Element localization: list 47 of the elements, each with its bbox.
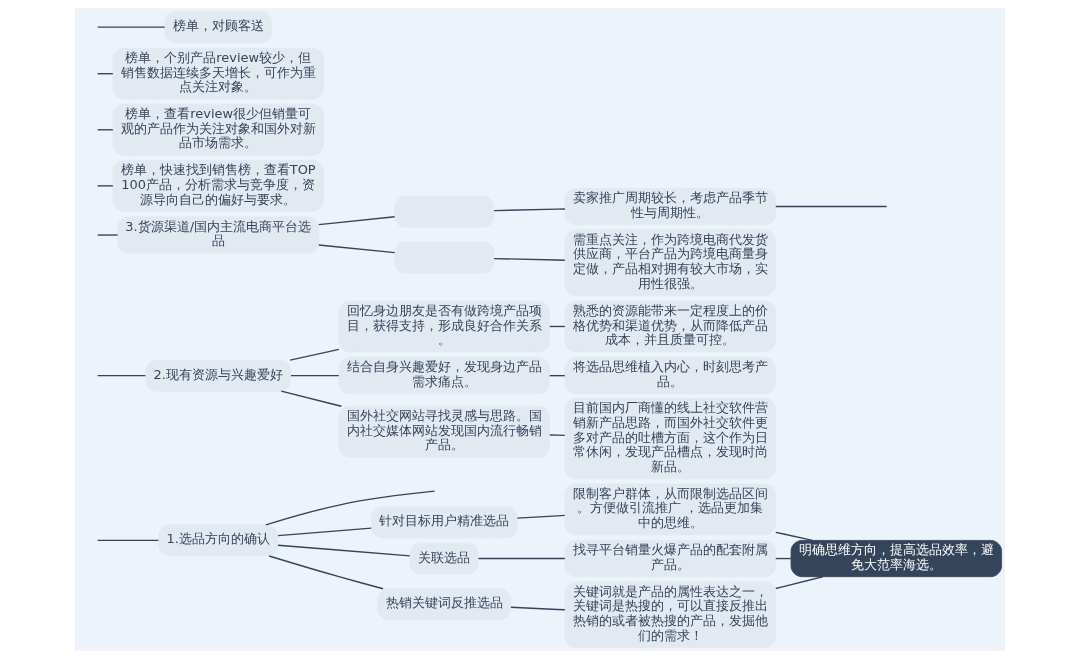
connector <box>318 244 396 254</box>
connector <box>277 527 372 537</box>
connector <box>289 348 340 361</box>
node-box: 榜单，个别产品review较少，但销售数据连续多天增长，可作为重点关注对象。 <box>112 47 324 100</box>
connector <box>493 257 566 261</box>
node-box: 明确思维方向，提高选品效率，避免大范率海选。 <box>790 540 1002 578</box>
connector <box>96 26 166 28</box>
connector <box>477 557 566 560</box>
connector <box>775 205 888 208</box>
node-box: 关联选品 <box>409 542 479 575</box>
node-box: 热销关键词反推选品 <box>377 588 512 621</box>
connector <box>268 555 384 590</box>
connector <box>510 606 566 611</box>
node-box: 限制客户群体，从而限制选品区间。方便做引流推广 ，选品更加集中的思维。 <box>564 483 776 536</box>
node-box: 回忆身边朋友是否有做跨境产品项目，获得支持，形成良好合作关系。 <box>338 300 550 353</box>
node-box: 将选品思维植入内心，时刻思考产品。 <box>564 357 776 395</box>
node-box: 1.选品方向的确认 <box>158 524 279 557</box>
node-box: 3.货源渠道/国内主流电商平台选品 <box>117 216 320 254</box>
connector <box>516 514 566 519</box>
connector <box>277 544 411 557</box>
node-box: 熟悉的资源能带来一定程度上的价格优势和渠道优势，从而降低产品成本，并且质量可控。 <box>564 300 776 353</box>
node-box: 国外社交网站寻找灵感与思路。国内社交媒体网站发现国内流行畅销产品。 <box>338 405 550 458</box>
connector <box>318 216 396 226</box>
connector <box>775 531 814 542</box>
node-box: 目前国内厂商懂的线上社交软件营销新产品思路，而国外社交软件更多对产品的吐槽方面，这个作为日常休闲，发现产品槽点，发现时尚新品。 <box>564 398 776 480</box>
connector <box>96 539 160 542</box>
connector <box>280 390 343 407</box>
connector <box>265 490 436 526</box>
connector <box>96 374 147 377</box>
node-box: 卖家推广周期较长，考虑产品季节性与周期性。 <box>564 188 776 226</box>
connector <box>290 374 340 377</box>
node-box: 关键词就是产品的属性表达之一，关键词是热搜的，可以直接反推出热销的或者被热搜的产品，发掘他们的需求！ <box>564 581 776 648</box>
connector <box>775 576 824 590</box>
connector <box>96 185 114 187</box>
connector <box>549 434 566 437</box>
node-box: 需重点关注，作为跨境电商代发货供应商，平台产品为跨境电商量身定做，产品相对拥有较大市场，实用性很强。 <box>564 229 776 296</box>
connector <box>493 208 566 212</box>
node-box: 榜单，查看review很少但销量可观的产品作为关注对象和国外对新品市场需求。 <box>112 103 324 156</box>
node-box: 榜单，快速找到销售榜，查看TOP100产品，分析需求与竞争度，资源导向自己的偏好与要求。 <box>112 160 324 212</box>
node-box: 结合自身兴趣爱好，发现身边产品需求痛点。 <box>338 357 550 395</box>
node-box: 找寻平台销量火爆产品的配套附属产品。 <box>564 540 776 578</box>
connector <box>96 234 119 236</box>
node-box: 榜单，对顾客送 <box>164 11 273 44</box>
node-box: 2.现有资源与兴趣爱好 <box>145 359 292 392</box>
node-box <box>394 241 495 274</box>
node-box: 针对目标用户精准选品 <box>370 506 518 539</box>
node-box <box>394 195 495 228</box>
